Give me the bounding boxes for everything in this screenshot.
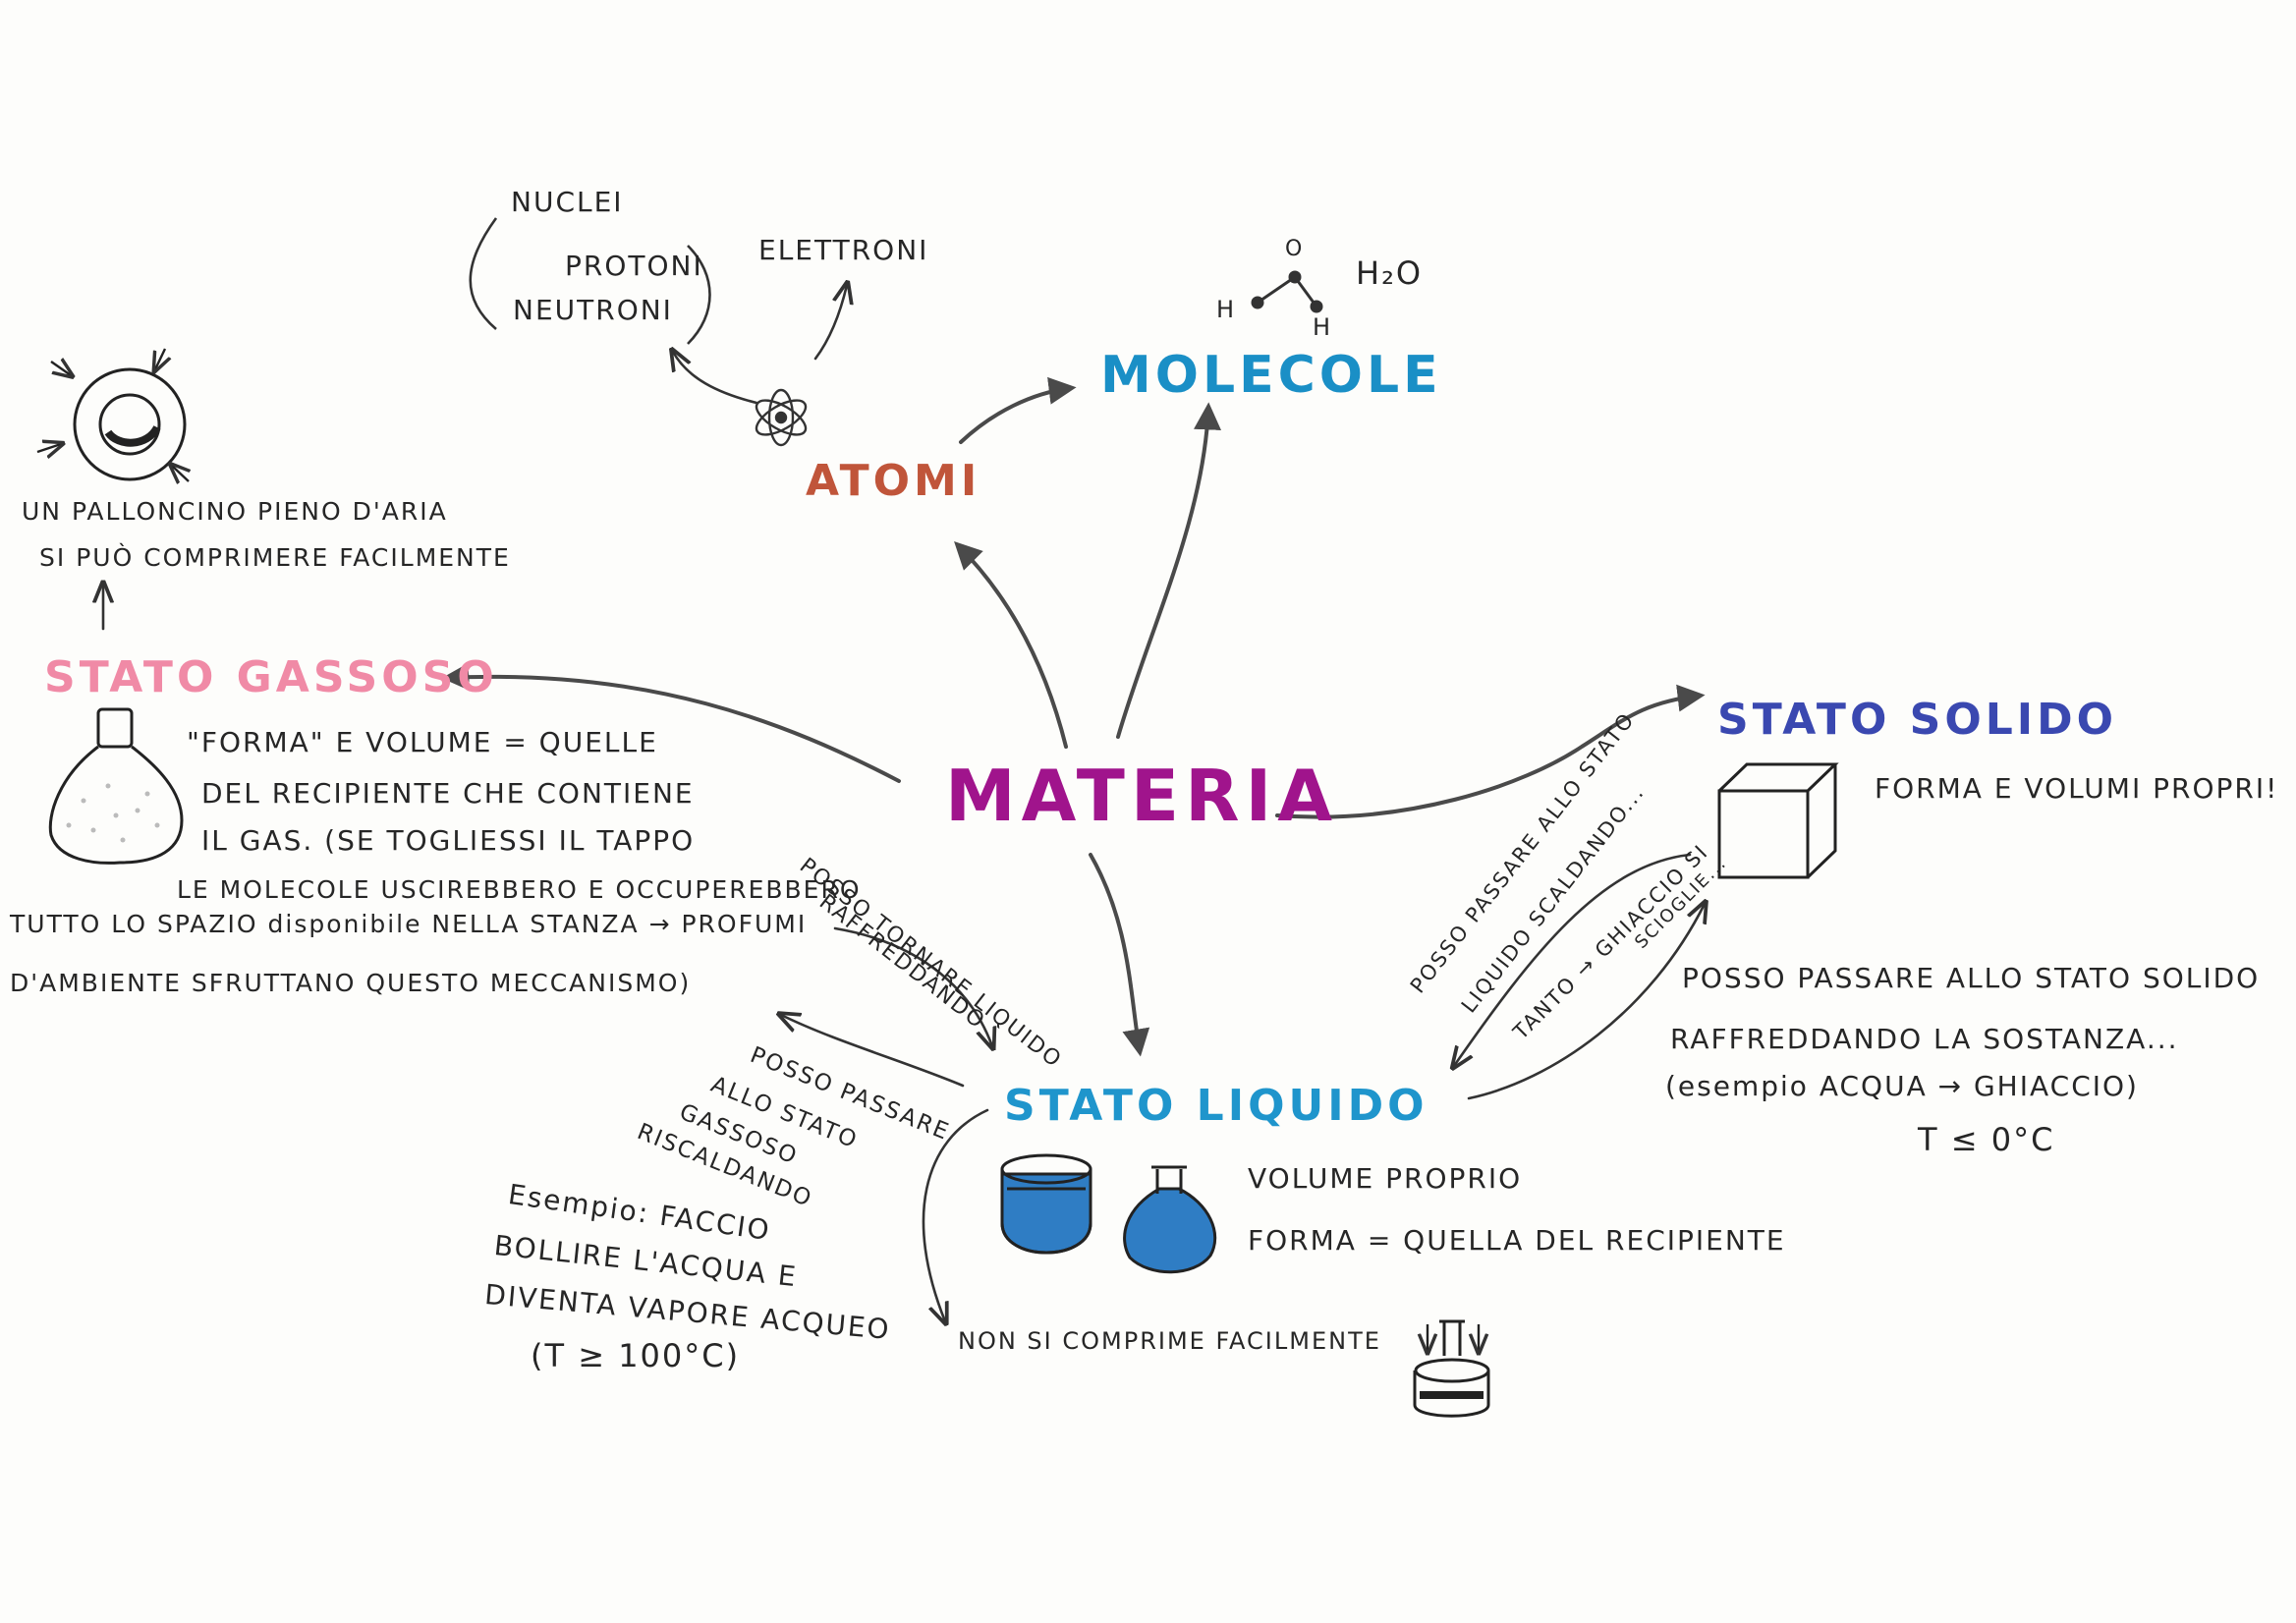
arrow-atom-to-nuclei [673, 352, 758, 405]
atom-icon [755, 388, 808, 447]
piston-icon [1413, 1319, 1490, 1418]
atom-label-o: O [1285, 237, 1305, 261]
arrow-materia-to-molecole [1116, 402, 1222, 739]
materia-title: MATERIA [945, 755, 1339, 837]
liquid-to-solid-line-3: (esempio ACQUA → GHIACCIO) [1665, 1070, 2139, 1102]
arrow-liquid-to-solid [1467, 904, 1705, 1100]
solido-desc: FORMA E VOLUMI PROPRI! [1875, 772, 2279, 805]
nuclei-text: NUCLEI [511, 186, 624, 218]
elettroni-text: ELETTRONI [758, 234, 929, 266]
liquido-label: STATO LIQUIDO [1004, 1081, 1428, 1131]
balloon-text-line-2: SI PUÒ COMPRIMERE FACILMENTE [39, 543, 511, 572]
water-molecule-icon [1251, 270, 1323, 313]
nuclei-brackets [469, 217, 711, 345]
arrow-materia-to-liquido [1089, 853, 1150, 1057]
round-flask-icon [1123, 1165, 1217, 1274]
liquido-desc-line-1: VOLUME PROPRIO [1248, 1162, 1523, 1195]
arrow-liquid-to-gas [781, 1015, 965, 1088]
arrow-liquido-to-compress [922, 1108, 989, 1321]
liquido-desc-line-2: FORMA = QUELLA DEL RECIPIENTE [1248, 1224, 1786, 1257]
solido-label: STATO SOLIDO [1717, 695, 2118, 745]
gassoso-desc-line-3: IL GAS. (SE TOGLIESSI IL TAPPO [201, 824, 696, 857]
stoppered-flask-icon [48, 707, 184, 865]
balloon-icon [36, 348, 189, 481]
gassoso-desc-line-5: TUTTO LO SPAZIO disponibile NELLA STANZA… [10, 910, 808, 938]
liquid-to-solid-line-1: POSSO PASSARE ALLO STATO SOLIDO [1682, 962, 2261, 994]
gassoso-label: STATO GASSOSO [44, 652, 498, 702]
arrow-solid-to-liquid [1454, 853, 1692, 1066]
arrow-materia-to-solido [1275, 684, 1706, 819]
molecole-label: MOLECOLE [1100, 346, 1442, 405]
balloon-text-line-1: UN PALLONCINO PIENO D'ARIA [22, 497, 448, 526]
liquid-example-line-4: (T ≥ 100°C) [531, 1337, 741, 1374]
gassoso-desc-line-1: "FORMA" E VOLUME = QUELLE [187, 726, 658, 758]
cube-icon [1717, 762, 1839, 879]
gassoso-desc-line-4: LE MOLECOLE USCIREBBERO E OCCUPEREBBERO [177, 875, 862, 904]
atomi-label: ATOMI [806, 456, 981, 506]
arrow-gas-to-liquid [833, 926, 992, 1046]
gassoso-desc-line-6: D'AMBIENTE SFRUTTANO QUESTO MECCANISMO) [10, 969, 692, 997]
liquido-compress-text: NON SI COMPRIME FACILMENTE [958, 1327, 1381, 1355]
atom-label-h1: H [1216, 296, 1237, 323]
arrow-materia-to-atomi [954, 541, 1068, 749]
arrow-atom-to-elettroni [813, 285, 847, 361]
arrow-materia-to-gassoso [441, 662, 901, 783]
beaker-icon [1000, 1153, 1092, 1255]
arrow-atomi-to-molecole [959, 376, 1077, 444]
liquid-to-solid-line-2: RAFFREDDANDO LA SOSTANZA... [1670, 1023, 2179, 1055]
gassoso-desc-line-2: DEL RECIPIENTE CHE CONTIENE [201, 777, 695, 810]
liquid-to-solid-line-4: T ≤ 0°C [1918, 1121, 2055, 1158]
atom-label-h2: H [1313, 313, 1333, 341]
water-formula: H₂O [1356, 254, 1424, 292]
neutroni-text: NEUTRONI [513, 294, 673, 326]
protoni-text: PROTONI [565, 250, 703, 282]
